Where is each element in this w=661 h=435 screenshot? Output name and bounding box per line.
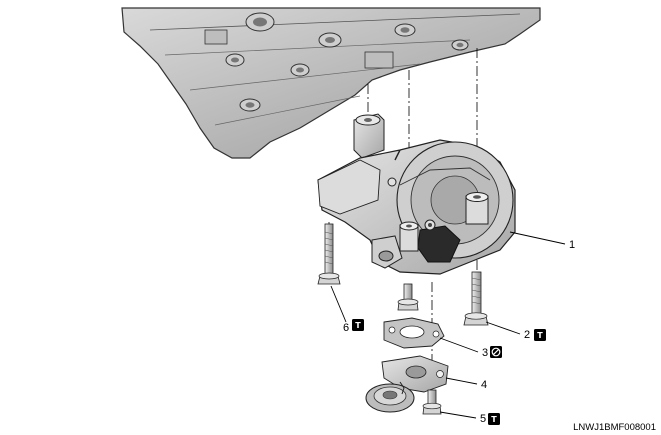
bolt-6 — [317, 223, 341, 285]
gasket — [383, 317, 445, 349]
callout-number: 1 — [569, 239, 575, 251]
engine-block — [121, 7, 541, 159]
torque-symbol — [488, 413, 500, 425]
torque-glyph: T — [491, 415, 497, 424]
callout-4: 4 — [481, 379, 487, 391]
bolt-5 — [422, 389, 442, 415]
callout-number: 3 — [482, 347, 488, 359]
callout-number: 4 — [481, 379, 487, 391]
torque-symbol — [352, 319, 364, 331]
oil-strainer — [365, 355, 449, 413]
leader-lines — [330, 231, 566, 419]
callout-number: 6 — [343, 322, 349, 334]
callout-2: 2 T — [524, 329, 546, 341]
callout-6: 6 T — [343, 319, 364, 334]
callout-number: 2 — [524, 329, 530, 341]
bolt-center — [397, 283, 419, 311]
figure-code: LNWJ1BMF008001 — [573, 422, 656, 433]
callout-5: 5 T — [480, 413, 500, 425]
oil-pump-assembly — [317, 113, 516, 275]
torque-glyph: T — [355, 321, 361, 330]
callout-number: 5 — [480, 413, 486, 425]
no-reuse-slash — [492, 348, 500, 356]
no-reuse-ring — [491, 347, 501, 357]
callout-3: 3 — [482, 346, 502, 359]
torque-symbol — [534, 329, 546, 341]
bolt-2 — [463, 271, 489, 326]
callout-1: 1 — [569, 239, 575, 251]
torque-glyph: T — [537, 331, 543, 340]
